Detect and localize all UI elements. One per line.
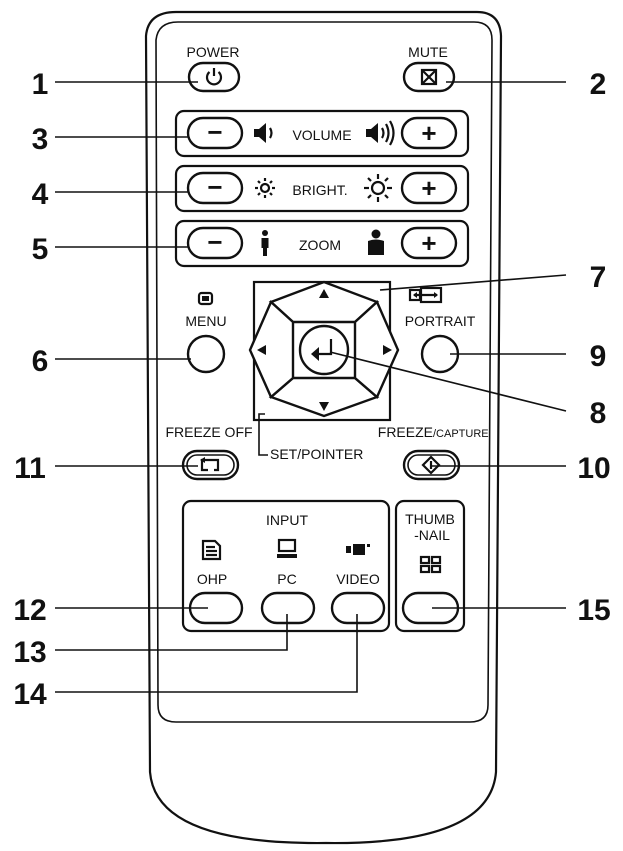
person-small-icon bbox=[261, 230, 269, 256]
callout-7: 7 bbox=[590, 261, 607, 294]
callout-9: 9 bbox=[590, 340, 607, 373]
power-icon bbox=[205, 68, 223, 86]
mute-icon bbox=[420, 68, 438, 86]
arrow-right-icon bbox=[383, 345, 392, 355]
callout-12: 12 bbox=[13, 594, 46, 627]
callout-15: 15 bbox=[577, 594, 610, 627]
callout-3: 3 bbox=[32, 123, 49, 156]
callout-8: 8 bbox=[590, 397, 607, 430]
dpad-left-button[interactable] bbox=[248, 299, 295, 399]
pc-button[interactable] bbox=[260, 591, 316, 625]
menu-button[interactable] bbox=[186, 334, 226, 374]
thumbnail-group-frame bbox=[394, 499, 466, 633]
portrait-swap-icon bbox=[408, 286, 443, 304]
sun-large-icon bbox=[364, 174, 392, 202]
zoom-label: ZOOM bbox=[299, 237, 341, 253]
callout-1: 1 bbox=[32, 68, 49, 101]
pc-label: PC bbox=[277, 571, 296, 587]
speaker-low-icon bbox=[254, 123, 273, 143]
bright-label: BRIGHT. bbox=[292, 182, 347, 198]
ohp-document-icon bbox=[201, 539, 222, 561]
leader-7 bbox=[379, 274, 567, 291]
portrait-label: PORTRAIT bbox=[405, 313, 476, 329]
volume-label: VOLUME bbox=[292, 127, 351, 143]
freeze-off-button-inner bbox=[186, 454, 235, 476]
remote-panel-outline bbox=[155, 21, 493, 723]
leader-13 bbox=[55, 614, 288, 651]
arrow-up-icon bbox=[319, 289, 329, 298]
callout-13: 13 bbox=[13, 636, 46, 669]
set-pointer-bracket bbox=[258, 413, 268, 456]
zoom-plus-sign: + bbox=[421, 228, 436, 258]
dpad-right-button[interactable] bbox=[353, 299, 400, 399]
menu-label: MENU bbox=[185, 313, 226, 329]
video-camera-icon bbox=[346, 544, 370, 555]
zoom-minus-sign: − bbox=[207, 227, 222, 257]
bright-minus-sign: − bbox=[207, 172, 222, 202]
callout-numbers: 1 2 3 4 5 6 7 8 9 10 11 12 13 14 15 bbox=[13, 68, 610, 711]
freeze-capture-label-sub: /CAPTURE bbox=[433, 428, 489, 440]
callout-2: 2 bbox=[590, 68, 607, 101]
power-button[interactable] bbox=[187, 61, 241, 93]
bright-plus-sign: + bbox=[421, 173, 436, 203]
menu-screen-icon bbox=[197, 291, 214, 306]
bright-plus-button[interactable] bbox=[400, 171, 458, 205]
power-label: POWER bbox=[187, 44, 240, 60]
zoom-minus-button[interactable] bbox=[186, 226, 244, 260]
pc-monitor-icon bbox=[277, 538, 297, 558]
bright-group-frame bbox=[174, 164, 470, 213]
volume-plus-button[interactable] bbox=[400, 116, 458, 150]
freeze-off-icon bbox=[200, 457, 220, 472]
enter-arrow-icon bbox=[311, 339, 333, 361]
set-pointer-label: SET/POINTER bbox=[270, 446, 363, 462]
freeze-off-button[interactable] bbox=[181, 449, 240, 481]
callout-14: 14 bbox=[13, 678, 47, 711]
volume-minus-button[interactable] bbox=[186, 116, 244, 150]
freeze-capture-button-inner bbox=[407, 454, 456, 476]
enter-button[interactable] bbox=[298, 324, 350, 376]
callout-11: 11 bbox=[14, 452, 46, 485]
callout-6: 6 bbox=[32, 345, 49, 378]
thumbnail-label-line2: -NAIL bbox=[414, 527, 450, 543]
callout-4: 4 bbox=[32, 178, 49, 211]
callout-5: 5 bbox=[32, 233, 49, 266]
arrow-down-icon bbox=[319, 402, 329, 411]
ohp-label: OHP bbox=[197, 571, 227, 587]
zoom-group-frame bbox=[174, 219, 470, 268]
callout-10: 10 bbox=[577, 452, 610, 485]
person-large-icon bbox=[368, 229, 384, 255]
volume-plus-sign: + bbox=[421, 118, 436, 148]
input-label: INPUT bbox=[266, 512, 308, 528]
video-label: VIDEO bbox=[336, 571, 380, 587]
bright-minus-button[interactable] bbox=[186, 171, 244, 205]
leader-14 bbox=[55, 614, 358, 693]
thumbnail-grid-icon bbox=[419, 555, 442, 574]
freeze-capture-label-main: FREEZE bbox=[378, 424, 433, 440]
speaker-high-icon bbox=[366, 120, 395, 146]
sun-small-icon bbox=[255, 178, 275, 198]
leader-8 bbox=[329, 351, 567, 412]
mute-label: MUTE bbox=[408, 44, 448, 60]
callout-leader-lines bbox=[55, 81, 567, 693]
remote-body-outline bbox=[144, 10, 503, 845]
thumbnail-label-line1: THUMB bbox=[405, 511, 455, 527]
volume-minus-sign: − bbox=[207, 117, 222, 147]
video-button[interactable] bbox=[330, 591, 386, 625]
freeze-off-label: FREEZE OFF bbox=[165, 424, 252, 440]
freeze-capture-icon bbox=[421, 455, 441, 475]
input-group-frame bbox=[181, 499, 391, 633]
zoom-plus-button[interactable] bbox=[400, 226, 458, 260]
arrow-left-icon bbox=[257, 345, 266, 355]
volume-group-frame bbox=[174, 109, 470, 158]
